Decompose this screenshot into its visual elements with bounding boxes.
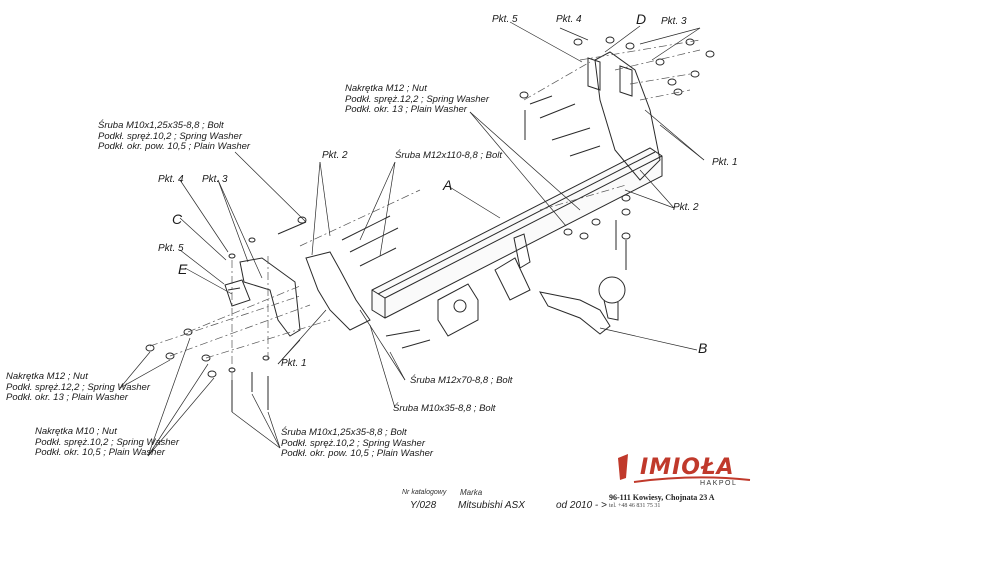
logo-subtext: HAKPOL <box>700 480 738 487</box>
callout-pkt1-right: Pkt. 1 <box>712 157 738 168</box>
note-line: Podkł. spręż.12,2 ; Spring Washer <box>6 381 150 393</box>
note-bolt-m12x70: Śruba M12x70-8,8 ; Bolt <box>410 375 513 386</box>
brand-header: Marka <box>460 488 483 497</box>
callout-c: C <box>172 211 183 227</box>
leader-lines <box>119 21 705 457</box>
note-line: Śruba M10x1,25x35-8,8 ; Bolt <box>98 120 224 131</box>
company-address: 96-111 Kowiesy, Chojnata 23 A <box>609 493 715 502</box>
callout-b: B <box>698 340 708 356</box>
note-nut-m12-top: Nakrętka M12 ; Nut Podkł. spręż.12,2 ; S… <box>345 83 489 116</box>
callout-pkt4-top: Pkt. 4 <box>556 14 582 25</box>
company-phone: tel. +48 46 831 75 31 <box>609 503 661 509</box>
model-year: od 2010 - > <box>556 500 607 511</box>
note-nut-m12-left: Nakrętka M12 ; Nut Podkł. spręż.12,2 ; S… <box>6 371 150 404</box>
note-line: Śruba M10x1,25x35-8,8 ; Bolt <box>281 427 407 438</box>
callout-pkt2-right: Pkt. 2 <box>673 202 699 213</box>
note-line: Podkł. okr. 13 ; Plain Washer <box>6 392 128 403</box>
catalog-number-value: Y/028 <box>410 500 437 511</box>
callout-pkt3-left: Pkt. 3 <box>202 174 228 185</box>
note-bolt-m12x110: Śruba M12x110-8,8 ; Bolt <box>395 150 503 161</box>
note-nut-m10-left: Nakrętka M10 ; Nut Podkł. spręż.10,2 ; S… <box>35 426 179 459</box>
socket-plate <box>437 233 531 337</box>
callout-pkt1-left: Pkt. 1 <box>281 358 307 369</box>
left-side-plate <box>305 251 371 331</box>
catalog-number-header: Nr katalogowy <box>402 489 447 496</box>
note-line: Podkł. okr. 13 ; Plain Washer <box>345 104 467 115</box>
note-line: Podkł. spręż.10,2 ; Spring Washer <box>98 130 242 142</box>
note-line: Podkł. okr. pow. 10,5 ; Plain Washer <box>98 141 251 152</box>
ball-neck <box>539 276 626 335</box>
note-bolt-m10-bottom: Śruba M10x1,25x35-8,8 ; Bolt Podkł. sprę… <box>281 427 434 460</box>
note-line: Podkł. spręż.10,2 ; Spring Washer <box>281 437 425 449</box>
left-bracket <box>224 257 301 337</box>
callout-pkt5-left: Pkt. 5 <box>158 243 184 254</box>
callout-d: D <box>636 11 647 27</box>
callout-pkt5-top: Pkt. 5 <box>492 14 518 25</box>
note-line: Nakrętka M12 ; Nut <box>345 83 427 94</box>
note-line: Podkł. okr. 10,5 ; Plain Washer <box>35 447 165 458</box>
brand-value: Mitsubishi ASX <box>458 500 525 511</box>
callout-pkt2-left: Pkt. 2 <box>322 150 348 161</box>
logo-text: IMIOŁA <box>640 455 735 480</box>
callout-a: A <box>443 177 453 193</box>
fasteners <box>145 36 715 412</box>
imiola-logo-mark <box>618 454 751 483</box>
callout-e: E <box>178 261 188 277</box>
callout-pkt4-left: Pkt. 4 <box>158 174 184 185</box>
note-line: Nakrętka M12 ; Nut <box>6 371 88 382</box>
note-line: Podkł. okr. pow. 10,5 ; Plain Washer <box>281 448 434 459</box>
main-beam <box>371 147 663 319</box>
right-bracket <box>587 51 661 181</box>
note-bolt-m10-left: Śruba M10x1,25x35-8,8 ; Bolt Podkł. sprę… <box>98 120 251 153</box>
note-line: Podkł. spręż.10,2 ; Spring Washer <box>35 436 179 448</box>
note-bolt-m10x35: Śruba M10x35-8,8 ; Bolt <box>393 403 496 414</box>
note-line: Podkł. spręż.12,2 ; Spring Washer <box>345 93 489 105</box>
note-line: Nakrętka M10 ; Nut <box>35 426 117 437</box>
callout-pkt3-top: Pkt. 3 <box>661 16 687 27</box>
assembly-lines <box>149 39 701 380</box>
